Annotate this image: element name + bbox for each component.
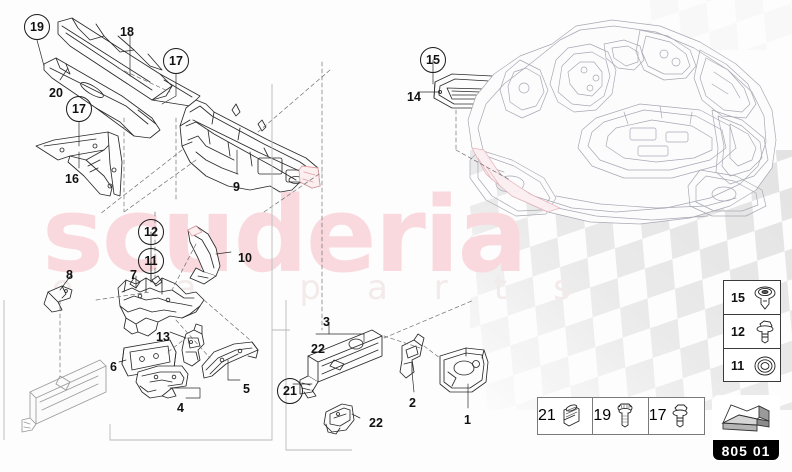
label-3[interactable]: 3 [323,315,330,329]
legend-number-17: 17 [648,407,667,424]
part-7-inner-panel [117,275,205,337]
label-5[interactable]: 5 [243,382,250,396]
legend-number-21: 21 [538,407,556,424]
part-5-curved-rail [201,341,259,379]
part-22-small-bracket [323,403,355,435]
part-10-highlight [187,225,203,237]
legend-cell-11[interactable]: 11 [724,349,780,383]
label-18[interactable]: 18 [120,25,134,39]
badge-code-text: 805 01 [713,440,779,460]
label-22-lower[interactable]: 22 [369,416,383,430]
legend-number-19: 19 [593,407,612,424]
callout-12[interactable]: 12 [138,219,164,245]
callout-21[interactable]: 21 [277,378,303,404]
label-14[interactable]: 14 [407,90,421,104]
label-10[interactable]: 10 [238,251,252,265]
legend-number-15: 15 [731,290,745,305]
legend-row-fasteners: 21 19 [537,397,705,435]
vehicle-body-highlight [471,147,561,213]
part-13-cast-bracket [181,323,205,367]
knurled-sleeve-icon [556,401,584,431]
part-10-curved-reinforcement [187,225,221,285]
part-2-clip [399,333,425,379]
flange-bolt-icon [750,318,780,346]
part-20-cowl-rail [43,57,161,139]
label-9[interactable]: 9 [233,180,240,194]
group-boundary-lines [3,84,352,451]
callout-19[interactable]: 19 [24,14,50,40]
legend-cell-12[interactable]: 12 [724,315,780,349]
legend-column-fasteners: 15 12 [723,280,781,382]
label-1[interactable]: 1 [464,413,471,427]
body-panel-icon [713,396,779,440]
legend-cell-17[interactable]: 17 [649,398,704,434]
part-1-closing-panel [439,347,489,393]
callout-17-upper[interactable]: 17 [163,48,189,74]
part-4-flange-bracket [135,365,189,399]
callout-15[interactable]: 15 [420,47,446,73]
part-9-dash-panel [179,99,321,193]
label-4[interactable]: 4 [177,401,184,415]
callout-11[interactable]: 11 [138,248,164,274]
legend-cell-21[interactable]: 21 [538,398,594,434]
part-8-small-bracket [43,285,73,313]
diagram-code-badge[interactable]: 805 01 [712,395,780,461]
part-9-highlight [298,165,321,189]
legend-number-11: 11 [731,359,745,373]
hex-flange-screw-icon [666,401,694,431]
legend-number-12: 12 [731,324,745,339]
callout-17-lower[interactable]: 17 [66,96,92,122]
legend-cell-15[interactable]: 15 [724,281,780,315]
vehicle-body-shell [467,19,777,225]
part-3-box-beam [299,329,383,399]
washer-ring-icon [750,352,780,380]
part-frame-beam-left [21,359,107,433]
label-22-upper[interactable]: 22 [311,342,325,356]
label-6[interactable]: 6 [110,360,117,374]
label-20[interactable]: 20 [49,86,63,100]
part-16-side-bracket [35,131,123,197]
label-13[interactable]: 13 [156,330,170,344]
label-16[interactable]: 16 [65,172,79,186]
label-7[interactable]: 7 [130,268,137,282]
grommet-plug-icon [750,284,780,312]
label-2[interactable]: 2 [409,396,416,410]
legend-cell-19[interactable]: 19 [593,398,649,434]
serrated-head-bolt-icon [611,401,639,431]
label-8[interactable]: 8 [66,268,73,282]
